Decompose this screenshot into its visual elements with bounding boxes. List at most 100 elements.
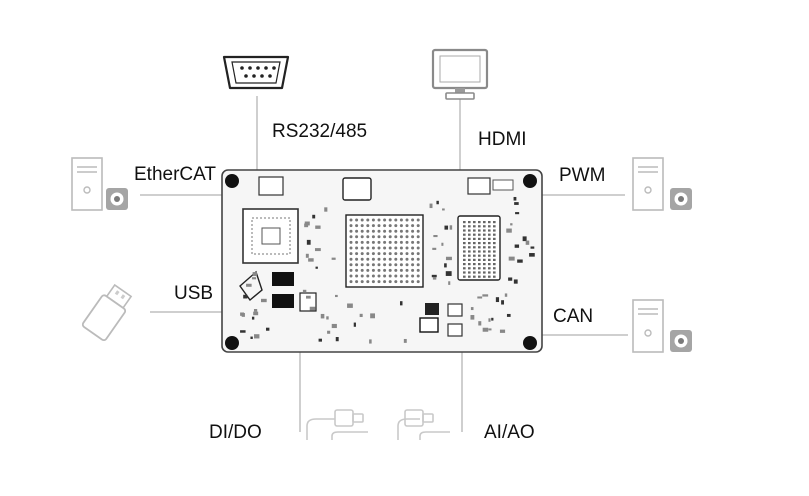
smd-part: [243, 294, 248, 299]
soc-ball: [411, 280, 415, 284]
soc-ball: [405, 274, 409, 278]
soc-ball: [371, 218, 375, 222]
soc-ball: [360, 263, 364, 267]
soc-ball: [360, 218, 364, 222]
memory-pin: [463, 263, 466, 266]
memory-pin: [493, 263, 496, 266]
smd-part: [240, 330, 246, 333]
soc-ball: [349, 224, 353, 228]
soc-ball: [377, 252, 381, 256]
soc-ball: [394, 268, 398, 272]
smd-part: [504, 293, 508, 297]
memory-pin: [473, 258, 476, 261]
memory-pin: [468, 267, 471, 270]
desktop-computer-icon: [632, 299, 692, 353]
memory-pin: [483, 229, 486, 232]
smd-part: [304, 221, 310, 226]
memory-pin: [473, 267, 476, 270]
soc-ball: [394, 246, 398, 250]
memory-pin: [468, 221, 471, 224]
soc-ball: [349, 229, 353, 233]
smd-part: [529, 253, 535, 257]
soc-ball: [405, 224, 409, 228]
memory-pin: [483, 225, 486, 228]
memory-pin: [488, 229, 491, 232]
soc-ball: [377, 280, 381, 284]
smd-part: [314, 248, 321, 252]
monitor-icon: [431, 48, 489, 100]
soc-ball: [388, 257, 392, 261]
soc-ball: [405, 268, 409, 272]
soc-ball: [355, 218, 359, 222]
smd-part: [359, 313, 363, 318]
soc-ball: [383, 280, 387, 284]
smd-part: [482, 294, 489, 297]
memory-pin: [483, 271, 486, 274]
soc-ball: [355, 246, 359, 250]
soc-ball: [349, 218, 353, 222]
memory-pin: [483, 258, 486, 261]
smd-part: [482, 327, 489, 332]
soc-ball: [360, 252, 364, 256]
memory-pin: [488, 271, 491, 274]
memory-pin: [473, 233, 476, 236]
soc-ball: [399, 235, 403, 239]
memory-pin: [478, 258, 481, 261]
soc-ball: [388, 268, 392, 272]
soc-ball: [366, 240, 370, 244]
soc-ball: [377, 240, 381, 244]
memory-pin: [478, 225, 481, 228]
soc-ball: [411, 274, 415, 278]
soc-ball: [360, 280, 364, 284]
memory-pin: [473, 263, 476, 266]
memory-pin: [483, 246, 486, 249]
smd-part: [429, 203, 433, 209]
usb-cable-plug-icon: [397, 409, 450, 440]
smd-part: [251, 277, 257, 280]
memory-pin: [488, 267, 491, 270]
label-can: CAN: [553, 306, 593, 327]
smd-part: [470, 307, 474, 311]
smd-part: [445, 271, 452, 276]
memory-pin: [473, 250, 476, 253]
soc-ball: [399, 257, 403, 261]
soc-ball: [405, 257, 409, 261]
memory-pin: [468, 229, 471, 232]
soc-ball: [355, 263, 359, 267]
memory-pin: [493, 267, 496, 270]
soc-ball: [371, 274, 375, 278]
smd-part: [432, 276, 437, 280]
memory-pin: [468, 275, 471, 278]
soc-ball: [377, 268, 381, 272]
memory-pins: [463, 221, 496, 278]
soc-ball: [371, 268, 375, 272]
memory-pin: [463, 237, 466, 240]
memory-pin: [478, 271, 481, 274]
soc-ball: [416, 280, 420, 284]
memory-pin: [488, 221, 491, 224]
memory-pin: [488, 263, 491, 266]
soc-ball: [371, 224, 375, 228]
soc-ball: [411, 240, 415, 244]
memory-pin: [478, 246, 481, 249]
soc-ball: [355, 280, 359, 284]
soc-ball: [349, 263, 353, 267]
memory-pin: [473, 271, 476, 274]
smd-part: [331, 257, 336, 260]
soc-ball: [366, 257, 370, 261]
smd-part: [347, 303, 353, 308]
memory-pin: [468, 246, 471, 249]
soc-ball: [405, 235, 409, 239]
soc-ball: [383, 274, 387, 278]
soc-ball: [399, 263, 403, 267]
memory-pin: [473, 229, 476, 232]
smd-part: [522, 236, 527, 242]
soc-ball: [411, 218, 415, 222]
memory-pin: [478, 263, 481, 266]
smd-part: [252, 272, 257, 277]
smd-part: [306, 295, 311, 299]
soc-ball: [377, 246, 381, 250]
usb-cable-plug-icon: [306, 409, 368, 440]
smd-part: [315, 225, 321, 229]
